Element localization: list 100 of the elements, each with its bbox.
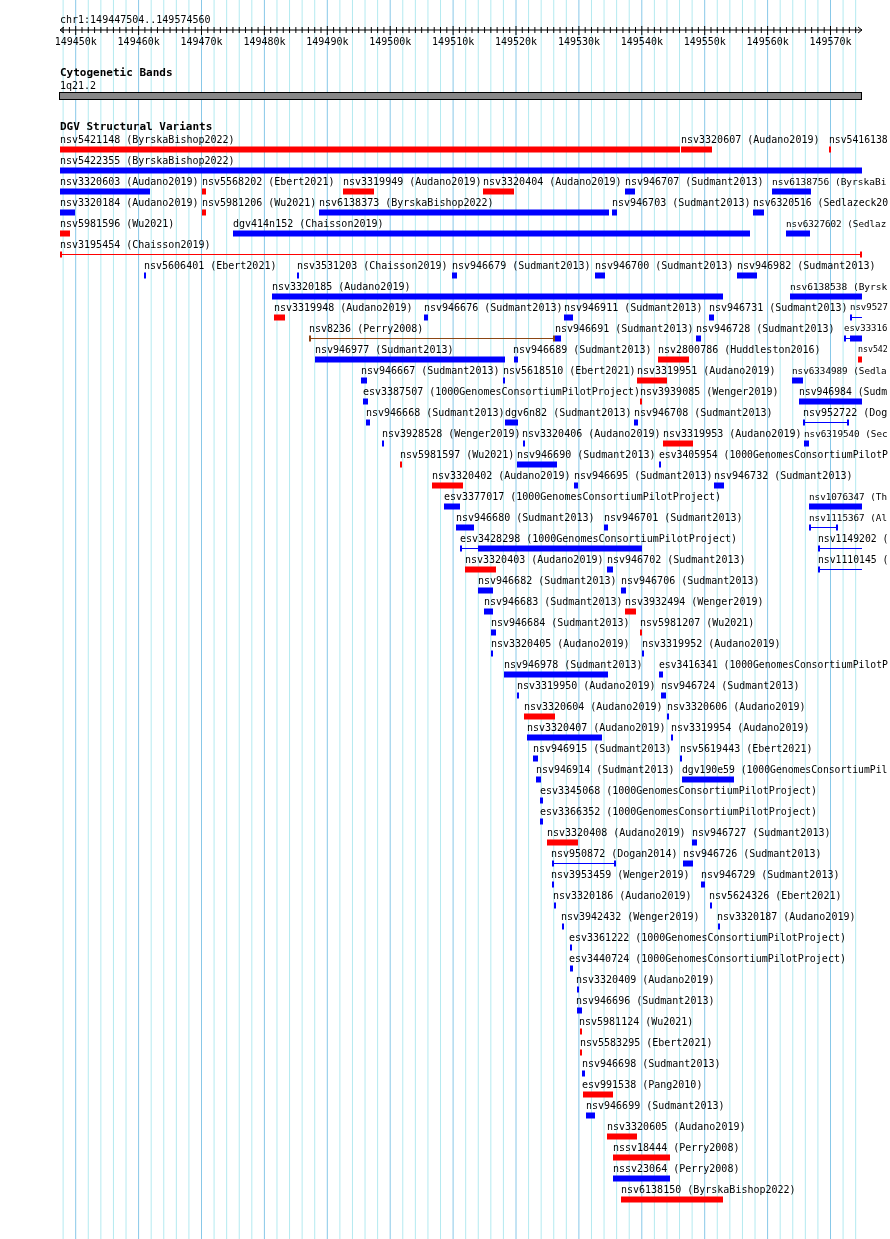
variant-label: nsv946680 (Sudmant2013) xyxy=(456,512,595,523)
variant-label: nsv3320605 (Audano2019) xyxy=(607,1121,746,1132)
variant-label: nsv1149202 ( xyxy=(818,533,889,544)
band-label: 1q21.2 xyxy=(60,80,97,91)
variant-label: nsv5981596 (Wu2021) xyxy=(60,218,175,229)
variant-label: nsv5568202 (Ebert2021) xyxy=(202,176,335,187)
location-label: chr1:149447504..149574560 xyxy=(60,14,211,25)
variant-label: nsv9527 xyxy=(850,302,888,313)
tick-label: 149500k xyxy=(369,36,412,47)
variant-label: nsv8236 (Perry2008) xyxy=(309,323,424,334)
variant-label: nsv3320404 (Audano2019) xyxy=(483,176,622,187)
variant-label: nsv6138756 (ByrskaBi xyxy=(772,176,887,187)
variant-label: nsv3320185 (Audano2019) xyxy=(272,281,411,292)
variant-label: nsv3319950 (Audano2019) xyxy=(517,680,656,691)
tick-label: 149560k xyxy=(746,36,789,47)
variant-label: nsv3320604 (Audano2019) xyxy=(524,701,663,712)
variant-label: esv3428298 (1000GenomesConsortiumPilotProject) xyxy=(460,533,737,544)
variant-label: nsv3320603 (Audano2019) xyxy=(60,176,199,187)
variant-label: nsv3319954 (Audano2019) xyxy=(671,722,810,733)
variant-label: nsv946700 (Sudmant2013) xyxy=(595,260,734,271)
variant-label: nsv946731 (Sudmant2013) xyxy=(709,302,848,313)
variant-label: esv3345068 (1000GenomesConsortiumPilotProject) xyxy=(540,785,817,796)
variant-label: nsv6138150 (ByrskaBishop2022) xyxy=(621,1184,796,1195)
variant-label: nsv3320407 (Audano2019) xyxy=(527,722,666,733)
track-title: DGV Structural Variants xyxy=(60,121,213,132)
variant-label: dgv6n82 (Sudmant2013) xyxy=(505,407,632,418)
variant-label: nsv946982 (Sudmant2013) xyxy=(737,260,876,271)
variant-label: nsv2800786 (Huddleston2016) xyxy=(658,344,821,355)
variant-label: nsv946911 (Sudmant2013) xyxy=(564,302,703,313)
variant-label: nsv946683 (Sudmant2013) xyxy=(484,596,623,607)
variant-label: nsv946684 (Sudmant2013) xyxy=(491,617,630,628)
variant-label: nsv3320402 (Audano2019) xyxy=(432,470,571,481)
variant-label: dgv190e59 (1000GenomesConsortiumPil xyxy=(682,764,888,775)
variant-label: nsv3319951 (Audano2019) xyxy=(637,365,776,376)
variant-label: nsv5583295 (Ebert2021) xyxy=(580,1037,713,1048)
variant-label: nsv946727 (Sudmant2013) xyxy=(692,827,831,838)
variant-label: nsv5981206 (Wu2021) xyxy=(202,197,317,208)
variant-label: nsv946707 (Sudmant2013) xyxy=(625,176,764,187)
variant-label: esv3387507 (1000GenomesConsortiumPilotProject) xyxy=(363,386,640,397)
variant-label: nsv5618510 (Ebert2021) xyxy=(503,365,636,376)
tick-label: 149540k xyxy=(620,36,663,47)
variant-label: nsv946701 (Sudmant2013) xyxy=(604,512,743,523)
variant-label: esv33316 xyxy=(844,323,888,334)
variant-label: nsv5606401 (Ebert2021) xyxy=(144,260,277,271)
variant-label: nsv3320607 (Audano2019) xyxy=(681,134,820,145)
track-title: Cytogenetic Bands xyxy=(60,67,173,78)
variant-label: nsv5422355 (ByrskaBishop2022) xyxy=(60,155,235,166)
variant-label: nsv950872 (Dogan2014) xyxy=(551,848,678,859)
tick-label: 149570k xyxy=(809,36,852,47)
variant-label: nsv946682 (Sudmant2013) xyxy=(478,575,617,586)
variant-label: nsv946690 (Sudmant2013) xyxy=(517,449,656,460)
variant-label: nsv542 xyxy=(858,344,888,355)
tick-label: 149530k xyxy=(557,36,601,47)
tick-label: 149480k xyxy=(243,36,286,47)
variant-label: nsv6319540 (Sec xyxy=(804,428,888,439)
variant-label: dgv414n152 (Chaisson2019) xyxy=(233,218,384,229)
variant-label: nsv946708 (Sudmant2013) xyxy=(634,407,773,418)
variant-label: nsv3942432 (Wenger2019) xyxy=(561,911,700,922)
variant-label: nsv946706 (Sudmant2013) xyxy=(621,575,760,586)
variant-label: nssv18444 (Perry2008) xyxy=(613,1142,740,1153)
variant-label: esv3366352 (1000GenomesConsortiumPilotProject) xyxy=(540,806,817,817)
variant-label: esv3361222 (1000GenomesConsortiumPilotProject) xyxy=(569,932,846,943)
variant-label: nsv3928528 (Wenger2019) xyxy=(382,428,521,439)
variant-label: nsv946724 (Sudmant2013) xyxy=(661,680,800,691)
variant-label: nsv946668 (Sudmant2013) xyxy=(366,407,505,418)
variant-label: nsv3953459 (Wenger2019) xyxy=(551,869,690,880)
variant-label: nsv946729 (Sudmant2013) xyxy=(701,869,840,880)
tick-label: 149490k xyxy=(306,36,349,47)
variant-label: nsv946702 (Sudmant2013) xyxy=(607,554,746,565)
variant-label: nssv23064 (Perry2008) xyxy=(613,1163,740,1174)
variant-label: nsv5421148 (ByrskaBishop2022) xyxy=(60,134,235,145)
variant-label: nsv5981207 (Wu2021) xyxy=(640,617,755,628)
variant-label: nsv6138538 (Byrsk xyxy=(790,281,888,292)
variant-label: nsv3319948 (Audano2019) xyxy=(274,302,413,313)
variant-label: nsv3320405 (Audano2019) xyxy=(491,638,630,649)
variant-label: nsv3320606 (Audano2019) xyxy=(667,701,806,712)
variant-label: nsv946667 (Sudmant2013) xyxy=(361,365,500,376)
variant-label: nsv6334989 (Sedla xyxy=(792,365,887,376)
variant-label: nsv946732 (Sudmant2013) xyxy=(714,470,853,481)
variant-label: nsv946691 (Sudmant2013) xyxy=(555,323,694,334)
variant-label: nsv946698 (Sudmant2013) xyxy=(582,1058,721,1069)
variant-label: nsv6320516 (Sedlazeck20 xyxy=(753,197,888,208)
variant-label: nsv1110145 ( xyxy=(818,554,889,565)
variant-label: nsv3320187 (Audano2019) xyxy=(717,911,856,922)
variant-label: nsv5981124 (Wu2021) xyxy=(579,1016,694,1027)
variant-label: nsv3320186 (Audano2019) xyxy=(553,890,692,901)
variant-label: nsv6138373 (ByrskaBishop2022) xyxy=(319,197,494,208)
variant-label: nsv3320403 (Audano2019) xyxy=(465,554,604,565)
variant-label: nsv5624326 (Ebert2021) xyxy=(709,890,842,901)
variant-label: nsv3319953 (Audano2019) xyxy=(663,428,802,439)
tick-label: 149550k xyxy=(683,36,726,47)
variant-label: esv3416341 (1000GenomesConsortiumPilotP xyxy=(659,659,888,670)
variant-label: nsv1076347 (Th xyxy=(809,491,887,502)
variant-label: nsv3319949 (Audano2019) xyxy=(343,176,482,187)
variant-label: nsv1115367 (Al xyxy=(809,512,887,523)
variant-label: nsv3319952 (Audano2019) xyxy=(642,638,781,649)
variant-label: nsv5981597 (Wu2021) xyxy=(400,449,515,460)
variant-label: nsv3320409 (Audano2019) xyxy=(576,974,715,985)
variant-label: nsv946726 (Sudmant2013) xyxy=(683,848,822,859)
variant-label: esv3440724 (1000GenomesConsortiumPilotProject) xyxy=(569,953,846,964)
